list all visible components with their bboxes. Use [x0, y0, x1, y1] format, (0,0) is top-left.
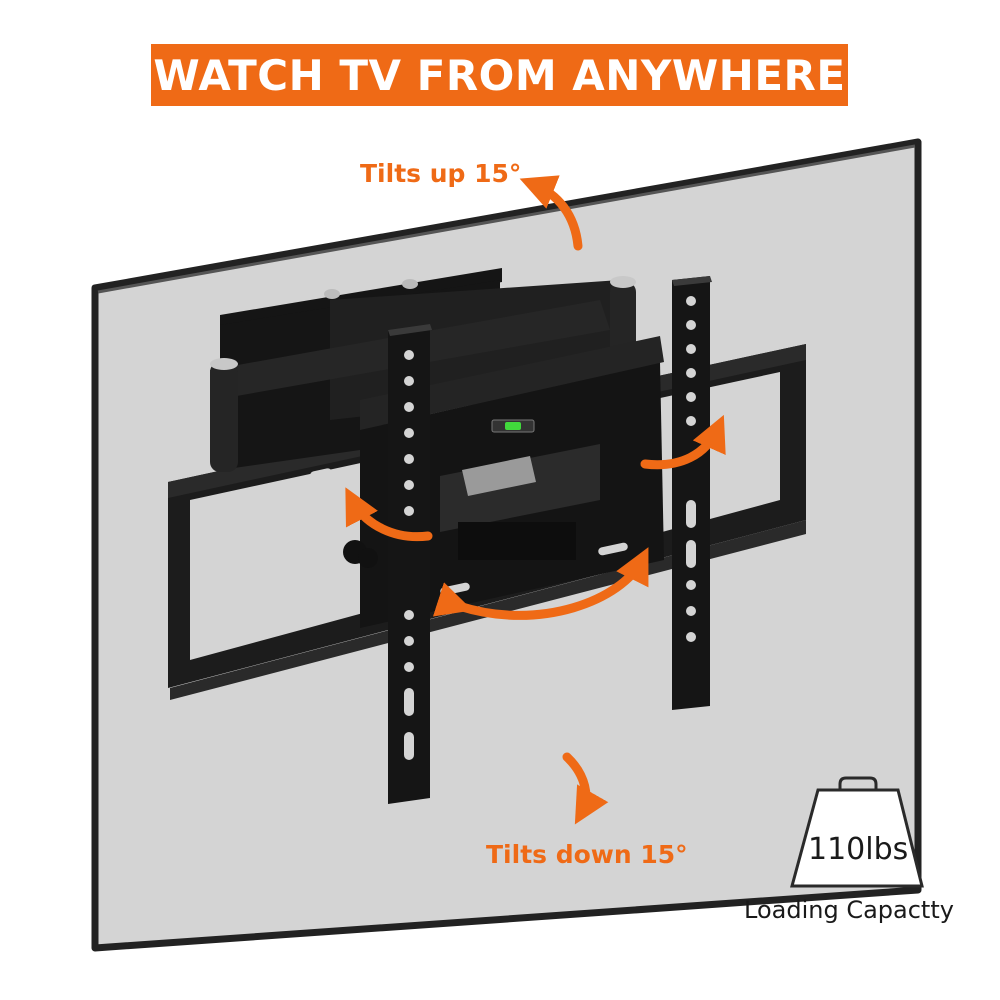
headline-text: WATCH TV FROM ANYWHERE	[153, 50, 846, 100]
tilt-down-label: Tilts down 15°	[486, 840, 688, 869]
motion-arrows	[345, 175, 726, 825]
tilt-down-arrow	[562, 752, 609, 825]
tilt-knob	[343, 540, 378, 568]
headline-banner: WATCH TV FROM ANYWHERE	[151, 44, 848, 106]
rotate-left-arrow	[345, 487, 433, 542]
left-vertical-rail	[388, 324, 432, 804]
loading-capacity-label: Loading Capactty	[744, 896, 954, 924]
weight-icon	[790, 776, 924, 888]
tilt-up-label: Tilts up 15°	[360, 159, 522, 188]
weight-value: 110lbs	[808, 832, 909, 867]
right-vertical-rail	[672, 276, 712, 710]
bubble-level-icon	[491, 419, 535, 433]
rotate-right-arrow	[640, 414, 726, 470]
tilt-up-arrow	[519, 175, 583, 251]
swivel-arrow	[432, 547, 649, 620]
